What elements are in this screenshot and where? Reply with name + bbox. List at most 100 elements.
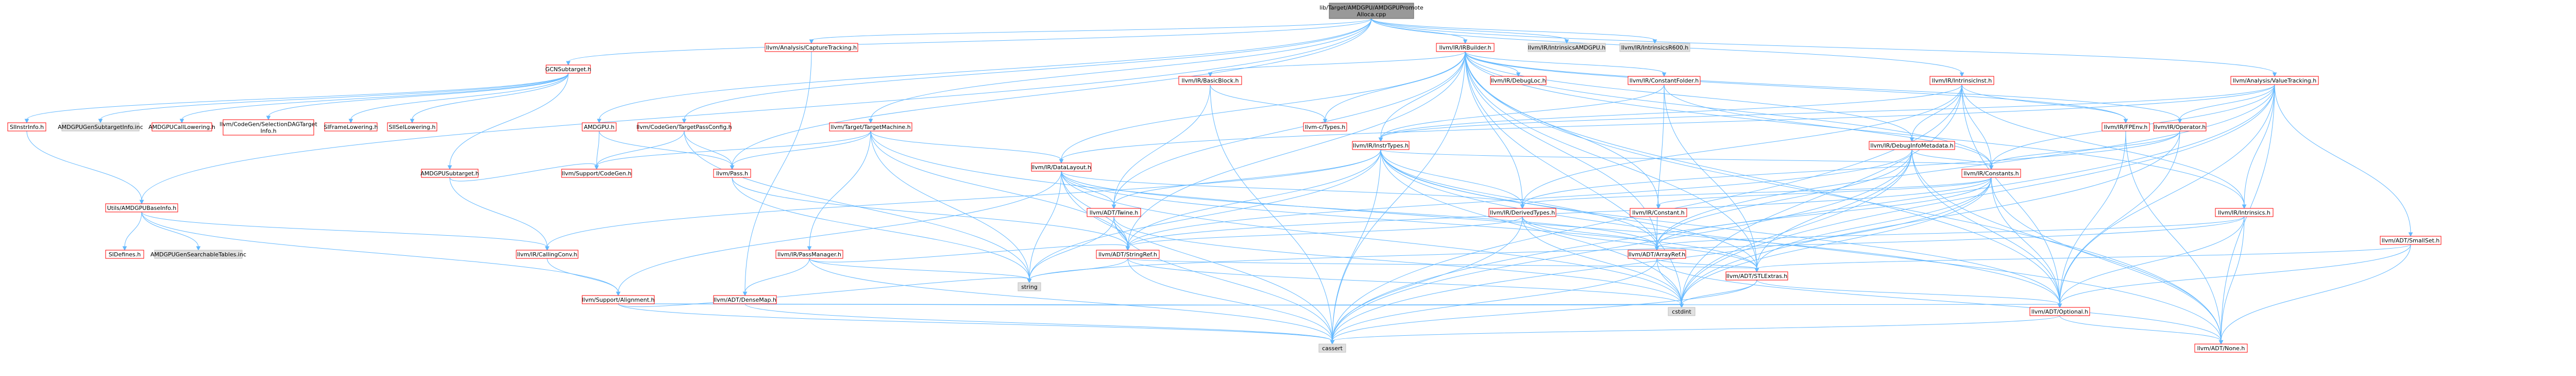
edge-root-to-capturetracking [809, 18, 1372, 44]
edge-gcnsubtarget-to-siframelowering [348, 73, 569, 124]
edge-siinstrinfo-to-utilsbaseinfo [26, 130, 144, 205]
edge-root-to-gcnsubtarget [566, 18, 1372, 66]
node-intrinsicsr600: llvm/IR/IntrinsicsR600.h [1619, 43, 1690, 52]
node-amdgpuh[interactable]: AMDGPU.h [582, 122, 617, 132]
node-supportcodegen[interactable]: llvm/Support/CodeGen.h [561, 169, 632, 178]
node-label: SIISelLowering.h [389, 124, 436, 130]
edge-irbuilder-to-ctypes [1323, 51, 1466, 124]
edge-valuetracking-to-optional [2057, 84, 2275, 308]
node-siisellowering[interactable]: SIISelLowering.h [387, 122, 437, 132]
node-label: llvm/IR/ConstantFolder.h [1630, 77, 1699, 84]
node-label: llvm/IR/CallingConv.h [517, 251, 578, 258]
edge-debuginfometadata-to-constants [1911, 149, 1994, 170]
node-label: GCNSubtarget.h [545, 66, 591, 73]
node-constantfolder[interactable]: llvm/IR/ConstantFolder.h [1628, 76, 1701, 85]
edge-targetpassconfig-to-supportcodegen [594, 130, 685, 170]
edge-datalayout-to-string [1027, 171, 1062, 284]
edge-root-to-valuetracking [1371, 18, 2277, 77]
node-label: AMDGPUGenSubtargetInfo.inc [58, 124, 143, 130]
node-basicblock[interactable]: llvm/IR/BasicBlock.h [1178, 76, 1242, 85]
node-label: AMDGPUCallLowering.h [148, 124, 215, 130]
node-utilsbaseinfo[interactable]: Utils/AMDGPUBaseInfo.h [105, 203, 178, 212]
node-targetmachine[interactable]: llvm/Target/TargetMachine.h [829, 122, 912, 132]
node-ctypes[interactable]: llvm-c/Types.h [1303, 122, 1347, 132]
node-root: lib/Target/AMDGPU/AMDGPUPromoteAlloca.cp… [1319, 3, 1423, 19]
node-derivedtypes[interactable]: llvm/IR/DerivedTypes.h [1488, 208, 1556, 217]
node-label: llvm/Analysis/ValueTracking.h [2233, 77, 2317, 84]
node-label: llvm/IR/BasicBlock.h [1182, 77, 1239, 84]
node-intrinsicinst[interactable]: llvm/IR/IntrinsicInst.h [1929, 76, 1994, 85]
node-label: llvm/IR/PassManager.h [777, 251, 841, 258]
edge-irbuilder-to-debugloc [1465, 51, 1521, 77]
node-irconstant[interactable]: llvm/IR/Constant.h [1630, 208, 1687, 217]
edge-valuetracking-to-instrtypes [1378, 84, 2275, 142]
node-label: lib/Target/AMDGPU/AMDGPUPromote [1319, 5, 1423, 11]
node-cassert: cassert [1318, 344, 1346, 353]
edge-root-to-utilsbaseinfo [139, 18, 1372, 205]
node-optional[interactable]: llvm/ADT/Optional.h [2029, 307, 2090, 316]
node-instrtypes[interactable]: llvm/IR/InstrTypes.h [1352, 141, 1410, 150]
node-supportalignment[interactable]: llvm/Support/Alignment.h [582, 295, 655, 304]
node-label: llvm/Support/Alignment.h [582, 297, 654, 303]
node-amdgpucalllowering[interactable]: AMDGPUCallLowering.h [148, 122, 215, 132]
node-siframelowering[interactable]: SIFrameLowering.h [324, 122, 378, 132]
edge-intrinsicinst-to-fpenv [1961, 84, 2128, 124]
edge-arrayref-to-stlextras [1656, 258, 1759, 273]
edge-gcnsubtarget-to-amdgpusubtarget [447, 73, 569, 170]
node-stlextras[interactable]: llvm/ADT/STLExtras.h [1725, 271, 1788, 281]
edge-smallset-to-none [2218, 244, 2411, 345]
node-densemap[interactable]: llvm/ADT/DenseMap.h [713, 295, 777, 304]
edge-instrtypes-to-stringref [1125, 149, 1381, 251]
node-passmanager[interactable]: llvm/IR/PassManager.h [775, 250, 843, 259]
edge-stlextras-to-optional [1756, 280, 2062, 308]
node-none[interactable]: llvm/ADT/None.h [2194, 344, 2248, 353]
node-label: llvm/IR/DerivedTypes.h [1490, 209, 1555, 216]
node-adttwine[interactable]: llvm/ADT/Twine.h [1087, 208, 1141, 217]
node-label: llvm/Target/TargetMachine.h [831, 124, 910, 130]
node-label: llvm/IR/IntrinsicInst.h [1932, 77, 1992, 84]
node-amdgpusubtarget[interactable]: AMDGPUSubtarget.h [420, 169, 479, 178]
node-callingconv[interactable]: llvm/IR/CallingConv.h [516, 250, 579, 259]
edge-irbuilder-to-none [1465, 51, 2224, 345]
node-fpenv[interactable]: llvm/IR/FPEnv.h [2102, 122, 2150, 132]
edge-irbuilder-to-constantfolder [1465, 51, 1667, 77]
edge-operator-to-constants [1989, 130, 2180, 170]
node-capturetracking[interactable]: llvm/Analysis/CaptureTracking.h [765, 43, 858, 52]
node-valuetracking[interactable]: llvm/Analysis/ValueTracking.h [2230, 76, 2319, 85]
node-label: SIFrameLowering.h [324, 124, 378, 130]
node-stringref[interactable]: llvm/ADT/StringRef.h [1096, 250, 1160, 259]
node-irbuilder[interactable]: llvm/IR/IRBuilder.h [1436, 43, 1495, 52]
node-label: AMDGPUSubtarget.h [420, 170, 479, 177]
edge-operator-to-cstdint [1679, 130, 2180, 308]
node-label: llvm/IR/Constant.h [1632, 209, 1685, 216]
node-intrinsics[interactable]: llvm/IR/Intrinsics.h [2215, 208, 2274, 217]
node-smallset[interactable]: llvm/ADT/SmallSet.h [2380, 236, 2442, 245]
node-debuginfometadata[interactable]: llvm/IR/DebugInfoMetadata.h [1869, 141, 1955, 150]
node-operator[interactable]: llvm/IR/Operator.h [2153, 122, 2207, 132]
edge-stlextras-to-cstdint [1679, 280, 1757, 308]
edge-utilsbaseinfo-to-sidefines [122, 211, 142, 251]
node-sidefines[interactable]: SIDefines.h [105, 250, 144, 259]
node-constants[interactable]: llvm/IR/Constants.h [1961, 169, 2021, 178]
edge-irbuilder-to-operator [1465, 51, 2182, 124]
node-label: llvm/Pass.h [716, 170, 748, 177]
node-targetpassconfig[interactable]: llvm/CodeGen/TargetPassConfig.h [636, 122, 732, 132]
node-label: llvm-c/Types.h [1305, 124, 1346, 130]
node-label: string [1021, 284, 1038, 290]
node-pass[interactable]: llvm/Pass.h [713, 169, 751, 178]
node-arrayref[interactable]: llvm/ADT/ArrayRef.h [1628, 250, 1686, 259]
node-amdgpugensubtargetinfo: AMDGPUGenSubtargetInfo.inc [58, 122, 143, 132]
edge-utilsbaseinfo-to-searchabletables [141, 211, 201, 251]
node-label: llvm/IR/FPEnv.h [2104, 124, 2148, 130]
node-siinstrinfo[interactable]: SIInstrInfo.h [7, 122, 46, 132]
node-label: llvm/IR/IRBuilder.h [1439, 44, 1492, 51]
edge-root-to-intrinsicsr600 [1371, 18, 1657, 44]
node-debugloc[interactable]: llvm/IR/DebugLoc.h [1490, 76, 1547, 85]
edge-debuginfometadata-to-stlextras [1754, 149, 1912, 273]
node-label: llvm/IR/DebugLoc.h [1491, 77, 1546, 84]
edge-gcnsubtarget-to-selectiondagtargetinfo [266, 73, 569, 121]
node-label: llvm/IR/Intrinsics.h [2218, 209, 2270, 216]
node-gcnsubtarget[interactable]: GCNSubtarget.h [545, 64, 591, 74]
node-datalayout[interactable]: llvm/IR/DataLayout.h [1031, 162, 1092, 172]
